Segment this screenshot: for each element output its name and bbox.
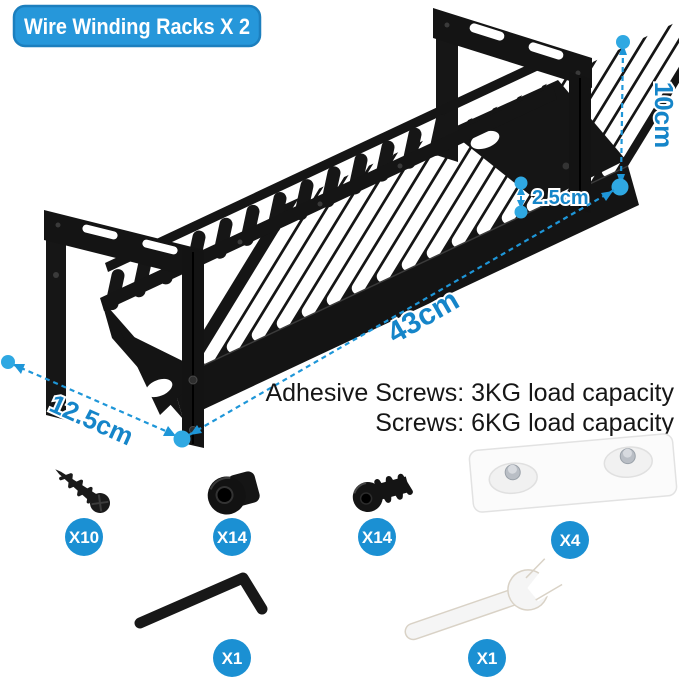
dim-rail-height-label: 2.5cm xyxy=(532,187,589,209)
qty-badges: X10 X14 X14 X4 X1 X1 xyxy=(65,518,589,677)
dim-depth-label: 12.5cm xyxy=(45,388,138,451)
qty-badge: X14 xyxy=(358,518,396,556)
qty-label: X14 xyxy=(217,528,248,547)
dimension-dot xyxy=(514,205,528,219)
hardware-wrench xyxy=(404,556,567,641)
bracket-slot-icon xyxy=(142,239,178,255)
rack-left-end-wall xyxy=(101,299,205,419)
right-mounting-bracket xyxy=(433,8,592,213)
hardware-allen-key xyxy=(134,572,268,629)
screw-head-icon xyxy=(53,395,59,401)
dimension-dot xyxy=(173,430,191,448)
dimension-dot xyxy=(611,178,629,196)
qty-label: X14 xyxy=(362,528,393,547)
mount-hole-icon xyxy=(145,378,173,398)
screw-head-icon xyxy=(562,162,570,170)
hardware-button-head-screw xyxy=(352,473,413,513)
qty-badge: X1 xyxy=(468,639,506,677)
bracket-slot-icon xyxy=(469,23,505,41)
qty-badge: X10 xyxy=(65,518,103,556)
qty-badge: X14 xyxy=(213,518,251,556)
capacity-line-1: Adhesive Screws: 3KG load capacity xyxy=(265,379,674,407)
hardware-self-tapping-screw xyxy=(55,469,110,513)
dimension-dot xyxy=(616,35,630,49)
qty-label: X1 xyxy=(477,649,498,668)
left-bracket-back-arm xyxy=(46,240,66,420)
dimension-dot xyxy=(1,355,15,369)
rivet-icon xyxy=(237,239,243,245)
capacity-line-2: Screws: 6KG load capacity xyxy=(375,409,674,437)
dimension-rail-height: 2.5cm xyxy=(514,176,591,219)
rivet-icon xyxy=(397,163,403,169)
rack-back-band xyxy=(100,86,557,311)
bracket-slot-icon xyxy=(528,42,564,60)
wire-rack-illustration xyxy=(44,0,679,448)
title-badge-label: Wire Winding Racks X 2 xyxy=(24,14,250,39)
qty-badge: X4 xyxy=(551,521,589,559)
title-badge: Wire Winding Racks X 2 xyxy=(12,4,262,48)
rack-front-wall xyxy=(171,165,639,419)
dim-height-label: 10cm xyxy=(649,82,679,149)
qty-label: X10 xyxy=(69,528,99,547)
screw-head-icon xyxy=(188,375,198,385)
screw-head-icon xyxy=(575,191,585,201)
hardware-cap-nut xyxy=(207,471,260,515)
qty-label: X4 xyxy=(560,531,581,550)
screw-head-icon xyxy=(53,272,59,278)
qty-label: X1 xyxy=(222,649,243,668)
rack-back-top-rail xyxy=(105,53,556,272)
load-capacity-note: Adhesive Screws: 3KG load capacity Screw… xyxy=(265,379,674,437)
left-mounting-bracket xyxy=(44,210,204,448)
hardware-adhesive-strip xyxy=(468,433,678,513)
dimension-height: 10cm xyxy=(611,35,679,196)
rivet-icon xyxy=(317,201,323,207)
dimension-dot xyxy=(514,176,528,190)
bracket-slot-icon xyxy=(82,224,118,240)
qty-badge: X1 xyxy=(213,639,251,677)
